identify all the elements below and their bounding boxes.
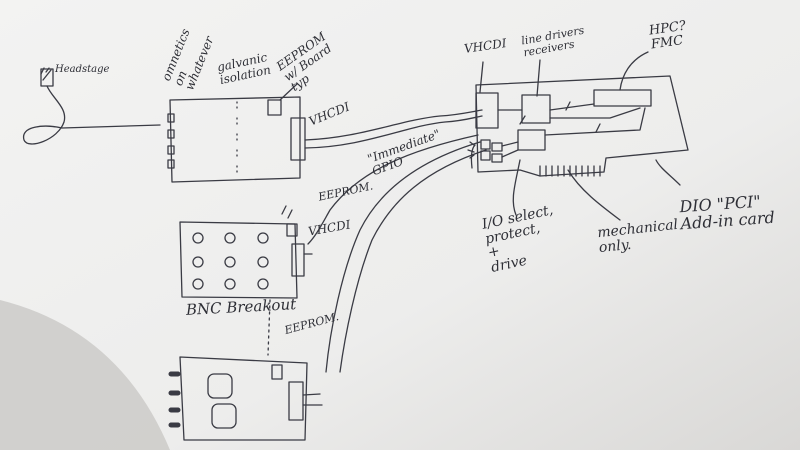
bottom-module <box>168 299 323 441</box>
pointer-io-select <box>512 159 521 216</box>
bnc-cable <box>307 134 479 245</box>
dio-pci-card <box>467 75 689 177</box>
bnc-breakout-box <box>179 205 313 299</box>
pointer-dio <box>655 159 681 186</box>
paper-shadow <box>0 300 170 450</box>
hpc-fmc-label: HPC? FMC <box>648 18 687 53</box>
isolation-module <box>167 96 306 183</box>
vhcdi-cable <box>304 109 483 141</box>
pointer-line-drivers <box>536 59 541 97</box>
eeprom-chip <box>267 99 282 116</box>
pointer-vhcdi-card <box>479 61 484 93</box>
dio-pci-label: DIO "PCI" Add-in card <box>678 191 776 234</box>
gpio-cable-1 <box>325 141 481 373</box>
pointer-hpc <box>619 51 649 91</box>
pointer-eeprom-main <box>279 83 298 101</box>
headstage-label: Headstage <box>55 64 110 75</box>
headstage <box>23 67 161 145</box>
vhcdi-connector <box>290 117 306 161</box>
pointer-mechanical <box>567 169 621 221</box>
pointer-immediate <box>470 144 476 169</box>
